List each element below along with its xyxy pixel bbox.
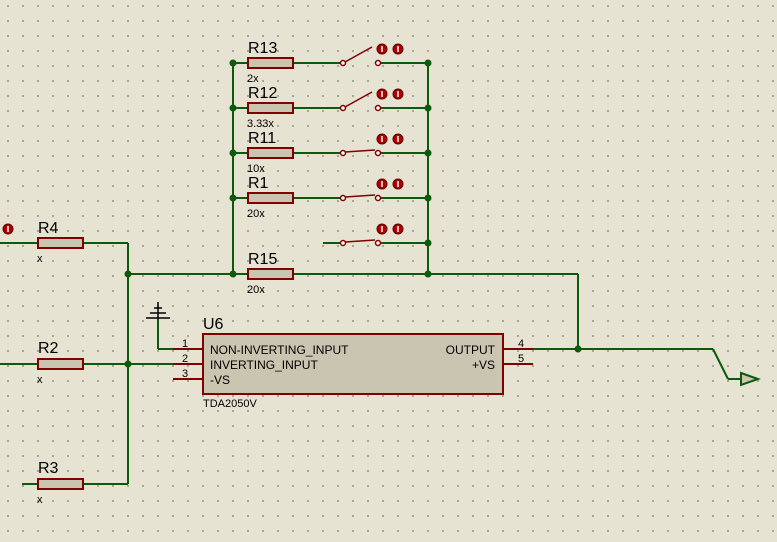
resistor-r11[interactable]: R11 10x — [247, 130, 294, 175]
r11-value: 10x — [247, 163, 265, 175]
pin-num-3: 3 — [182, 368, 188, 380]
chip-part: TDA2050V — [203, 398, 257, 410]
r11-label: R11 — [248, 130, 276, 147]
resistor-r15[interactable]: R15 20x — [247, 251, 294, 296]
resistor-r12[interactable]: R12 3.33x — [247, 85, 294, 130]
r2-value: x — [37, 374, 43, 386]
r3-value: x — [37, 494, 43, 506]
r13-label: R13 — [248, 40, 277, 57]
r12-label: R12 — [248, 85, 277, 102]
r4-label: R4 — [38, 220, 59, 237]
r13-value: 2x — [247, 73, 259, 85]
r15-value: 20x — [247, 284, 265, 296]
pin-label-neg-vs: -VS — [210, 373, 230, 387]
resistor-r4[interactable]: R4 x — [37, 220, 84, 265]
r3-label: R3 — [38, 460, 59, 477]
switch-icon — [344, 91, 373, 108]
resistor-r1[interactable]: R1 20x — [247, 175, 294, 220]
switch-icon — [344, 46, 373, 63]
probe-icon[interactable] — [376, 223, 404, 235]
switch-bottom[interactable] — [339, 223, 404, 247]
switch-icon — [344, 194, 376, 198]
switch-r12[interactable] — [339, 88, 404, 112]
switch-r13[interactable] — [339, 43, 404, 67]
probe-icon[interactable] — [2, 223, 14, 235]
switch-icon — [344, 149, 376, 153]
r12-value: 3.33x — [247, 118, 274, 130]
resistor-r3[interactable]: R3 x — [37, 460, 84, 506]
output-terminal-icon[interactable] — [740, 371, 762, 387]
probe-icon[interactable] — [376, 43, 404, 55]
probe-icon[interactable] — [376, 88, 404, 100]
resistor-r2[interactable]: R2 x — [37, 340, 84, 386]
pin-num-4: 4 — [518, 338, 524, 350]
switch-r11[interactable] — [339, 133, 404, 157]
chip-u6[interactable]: U6 TDA2050V 1 2 3 4 5 NON-INVERTING_INPU… — [173, 316, 533, 410]
r1-value: 20x — [247, 208, 265, 220]
pin-label-non-inverting: NON-INVERTING_INPUT — [210, 343, 349, 357]
probe-icon[interactable] — [376, 178, 404, 190]
pin-num-5: 5 — [518, 353, 524, 365]
junctions — [124, 59, 582, 368]
probe-icon[interactable] — [376, 133, 404, 145]
r15-label: R15 — [248, 251, 277, 268]
switch-icon — [344, 239, 376, 243]
pin-label-pos-vs: +VS — [472, 358, 495, 372]
pin-label-inverting: INVERTING_INPUT — [210, 358, 318, 372]
pin-num-1: 1 — [182, 338, 188, 350]
pin-num-2: 2 — [182, 353, 188, 365]
ground-icon — [146, 302, 170, 319]
r1-label: R1 — [248, 175, 269, 192]
r4-value: x — [37, 253, 43, 265]
resistor-r13[interactable]: R13 2x — [247, 40, 294, 85]
switch-r1[interactable] — [339, 178, 404, 202]
chip-ref: U6 — [203, 316, 224, 333]
r2-label: R2 — [38, 340, 59, 357]
pin-label-output: OUTPUT — [446, 343, 496, 357]
